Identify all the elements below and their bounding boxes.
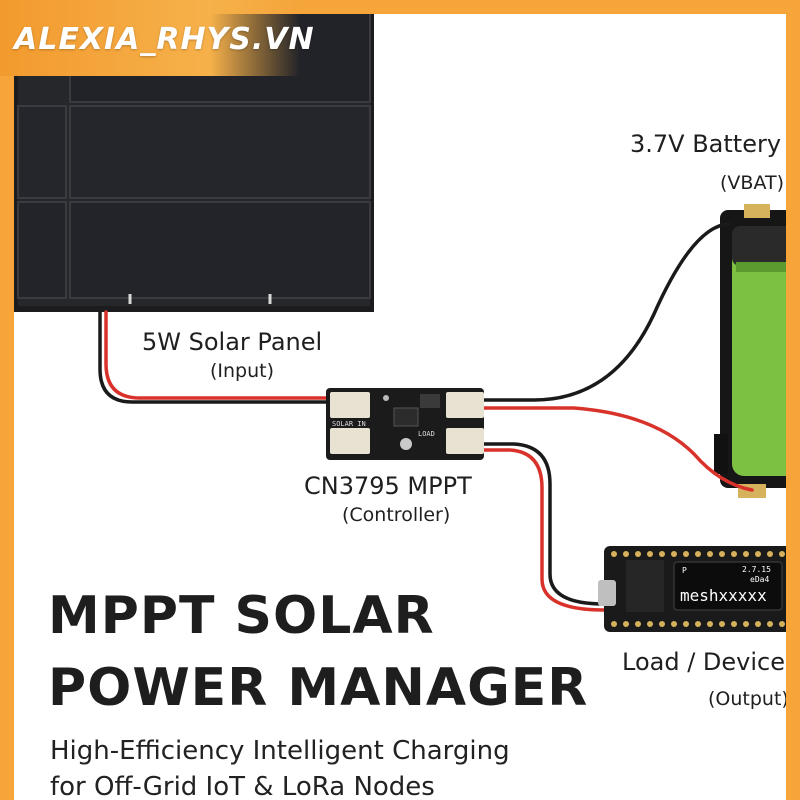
solar-panel: [14, 14, 374, 312]
silk-solar-in: SOLAR IN: [332, 420, 366, 428]
tagline-line-2: for Off-Grid IoT & LoRa Nodes: [50, 772, 435, 800]
battery-holder: [714, 204, 786, 498]
battery-label: 3.7V Battery: [630, 130, 782, 158]
diagram-canvas: SOLAR IN LOAD P 2.7.15 eDa4 meshxxxxx 5W…: [14, 14, 786, 800]
mppt-board: [326, 388, 484, 460]
screen-tag: P: [682, 566, 687, 575]
tagline-line-1: High-Efficiency Intelligent Charging: [50, 736, 510, 766]
solar-panel-label: 5W Solar Panel: [142, 328, 323, 356]
screen-id: eDa4: [750, 575, 770, 584]
controller-sublabel: (Controller): [342, 504, 451, 526]
battery-sublabel: (VBAT): [720, 172, 784, 194]
diagram-svg: [14, 14, 786, 632]
controller-label: CN3795 MPPT: [304, 472, 472, 500]
watermark-banner: ALEXIA_RHYS.VN: [0, 0, 314, 76]
headline-line-2: POWER MANAGER: [48, 658, 589, 718]
screen-node-name: meshxxxxx: [680, 586, 767, 605]
watermark-text: ALEXIA_RHYS.VN: [14, 22, 315, 57]
load-sublabel: (Output): [708, 688, 786, 710]
load-device-board: [598, 546, 786, 632]
load-label: Load / Device: [622, 648, 785, 676]
screen-version: 2.7.15: [742, 565, 771, 574]
silk-load: LOAD: [418, 430, 435, 438]
solar-panel-sublabel: (Input): [210, 360, 275, 382]
wires: [98, 222, 754, 612]
headline-line-1: MPPT SOLAR: [48, 586, 435, 646]
